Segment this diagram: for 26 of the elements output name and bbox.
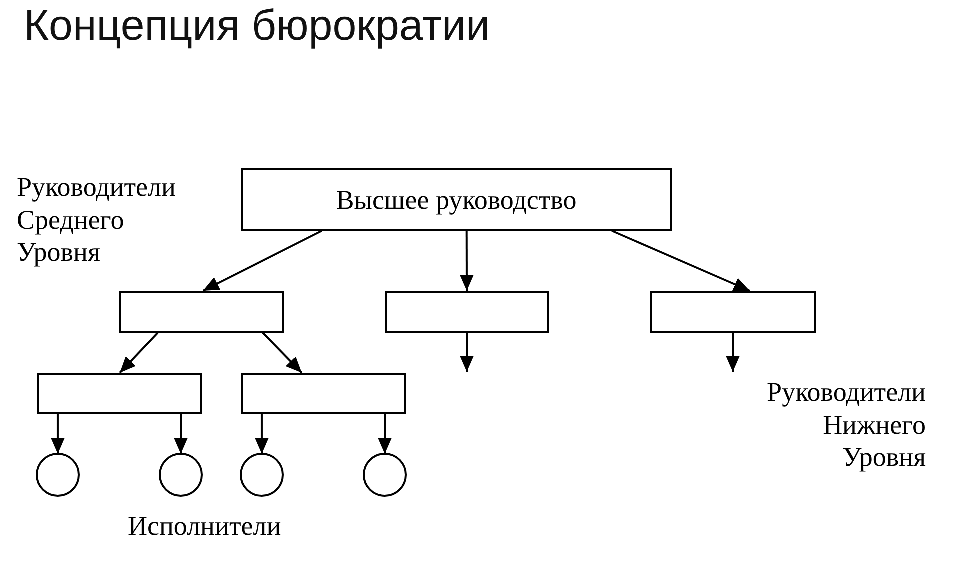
level-label: Руководители Нижнего Уровня (766, 376, 926, 474)
circle-node (240, 453, 284, 497)
circle-node (363, 453, 407, 497)
arrow (50, 414, 65, 454)
arrow (378, 414, 392, 454)
arrow (262, 332, 303, 374)
process-box (241, 168, 672, 231)
empty-box (37, 373, 202, 414)
empty-box (119, 291, 284, 333)
arrow (174, 414, 188, 454)
arrow (460, 333, 474, 372)
empty-box (385, 291, 549, 333)
box-label: Высшее руководство (336, 184, 577, 216)
arrow (254, 414, 269, 454)
empty-box (241, 373, 406, 414)
arrow (612, 230, 750, 292)
arrow (119, 332, 159, 374)
empty-box (650, 291, 816, 333)
circle-node (159, 453, 203, 497)
arrow (726, 333, 740, 372)
level-label: Руководители Среднего Уровня (17, 171, 177, 268)
level-label: Исполнители (128, 510, 282, 542)
arrow (202, 230, 322, 292)
title: Концепция бюрократии (24, 1, 490, 51)
circle-node (36, 453, 80, 497)
arrow (460, 231, 474, 291)
